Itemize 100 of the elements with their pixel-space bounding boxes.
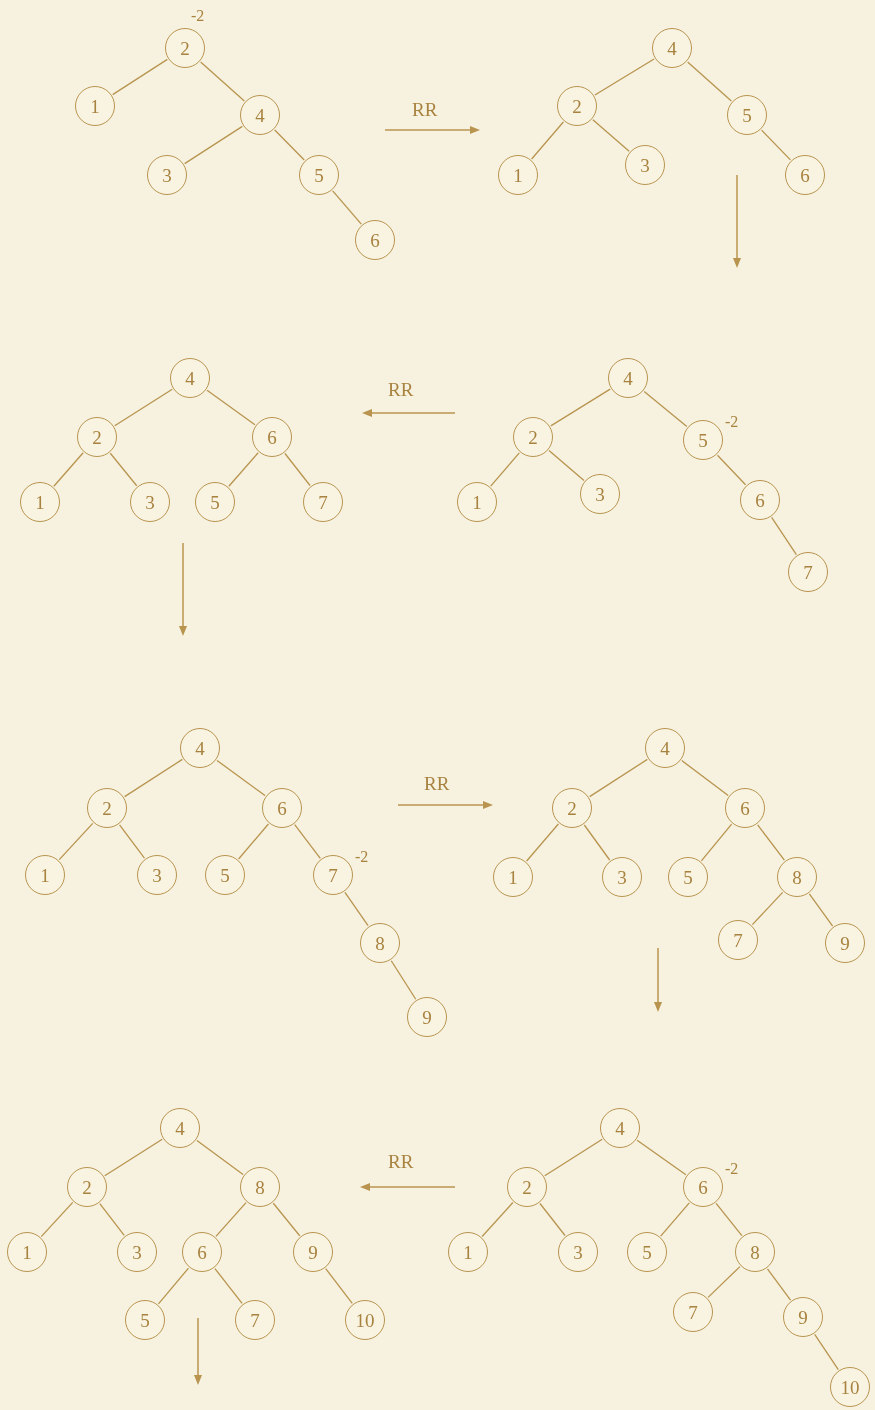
node-key: 3 [573, 1242, 583, 1262]
node-key: 2 [522, 1177, 532, 1197]
tree-edge [215, 1202, 247, 1237]
tree-node-circle [498, 155, 538, 195]
node-key: 8 [750, 1242, 760, 1262]
tree-edge [687, 61, 732, 102]
tree-node-circle [303, 482, 343, 522]
node-key: 4 [195, 738, 205, 758]
tree-node-circle [457, 482, 497, 522]
node-key: 3 [617, 867, 627, 887]
tree-edge [636, 1139, 687, 1176]
node-key: 4 [615, 1118, 625, 1138]
node-key: 6 [698, 1177, 708, 1197]
tree-edge [751, 891, 784, 926]
tree-node-circle [299, 155, 339, 195]
tree-node-circle [240, 95, 280, 135]
tree-node-circle [552, 788, 592, 828]
tree-node-circle [513, 417, 553, 457]
tree-node-circle [740, 480, 780, 520]
tree-node-circle [777, 857, 817, 897]
node-key: 6 [740, 798, 750, 818]
node-key: 2 [92, 427, 102, 447]
tree-edge [550, 388, 611, 427]
tree-node-circle [627, 1232, 667, 1272]
tree-node-circle [625, 145, 665, 185]
tree-edge [206, 389, 256, 426]
node-key: 1 [513, 165, 523, 185]
tree-edge [214, 1267, 243, 1305]
tree-node-circle [137, 855, 177, 895]
node-key: 5 [742, 105, 752, 125]
node-key: 1 [40, 865, 50, 885]
balance-factor: -2 [725, 414, 739, 430]
node-key: 4 [667, 38, 677, 58]
node-key: 7 [733, 930, 743, 950]
tree-node-circle [788, 552, 828, 592]
tree-node-circle [683, 1167, 723, 1207]
tree-edge [592, 119, 630, 152]
node-key: 1 [472, 492, 482, 512]
node-key: 2 [102, 798, 112, 818]
node-key: 7 [318, 492, 328, 512]
node-key: 5 [220, 865, 230, 885]
node-key: 3 [640, 155, 650, 175]
tree-node-circle [507, 1167, 547, 1207]
tree-edge [589, 758, 648, 798]
tree-edge [40, 1201, 74, 1238]
tree-edge [715, 1202, 743, 1237]
node-key: 6 [267, 427, 277, 447]
tree-edge [700, 823, 733, 862]
tree-edge [390, 960, 417, 1000]
balance-factor: -2 [355, 849, 369, 865]
node-key: 1 [35, 492, 45, 512]
tree-edge [272, 1202, 301, 1237]
node-key: 5 [642, 1242, 652, 1262]
node-key: 2 [572, 96, 582, 116]
tree-node-circle [735, 1232, 775, 1272]
tree-node-circle [725, 788, 765, 828]
tree-node-circle [240, 1167, 280, 1207]
tree-node-circle [205, 855, 245, 895]
tree-node-circle [602, 857, 642, 897]
node-key: 8 [255, 1177, 265, 1197]
node-key: 7 [803, 562, 813, 582]
tree-node-circle [830, 1367, 870, 1407]
tree-node-circle [252, 417, 292, 457]
rotation-label: RR [412, 100, 438, 119]
tree-node-circle [165, 28, 205, 68]
node-key: 9 [308, 1242, 318, 1262]
tree-node-circle [360, 923, 400, 963]
tree-node-circle [608, 358, 648, 398]
tree-edge [228, 452, 259, 487]
tree-node-circle [182, 1232, 222, 1272]
node-key: 3 [162, 165, 172, 185]
tree-edge [481, 1201, 514, 1238]
tree-edge [157, 1267, 190, 1305]
tree-node-circle [235, 1300, 275, 1340]
tree-edge [531, 121, 564, 160]
node-key: 3 [145, 492, 155, 512]
node-key: 5 [698, 430, 708, 450]
node-key: 3 [595, 484, 605, 504]
tree-edge [539, 1202, 566, 1237]
node-key: 6 [755, 490, 765, 510]
tree-edge [548, 449, 585, 482]
tree-node-circle [825, 923, 865, 963]
node-key: 2 [82, 1177, 92, 1197]
tree-node-circle [170, 358, 210, 398]
node-key: 3 [132, 1242, 142, 1262]
tree-edge [274, 129, 305, 161]
tree-edge [526, 823, 559, 862]
tree-node-circle [293, 1232, 333, 1272]
tree-edge [325, 1268, 353, 1304]
tree-node-circle [345, 1300, 385, 1340]
node-key: 2 [528, 427, 538, 447]
node-key: 10 [355, 1310, 375, 1330]
node-key: 6 [277, 798, 287, 818]
tree-node-circle [448, 1232, 488, 1272]
node-key: 4 [660, 738, 670, 758]
node-key: 5 [140, 1310, 150, 1330]
rotation-label: RR [388, 1152, 414, 1171]
tree-node-circle [77, 417, 117, 457]
tree-edge [490, 452, 520, 487]
tree-edge [344, 891, 369, 927]
